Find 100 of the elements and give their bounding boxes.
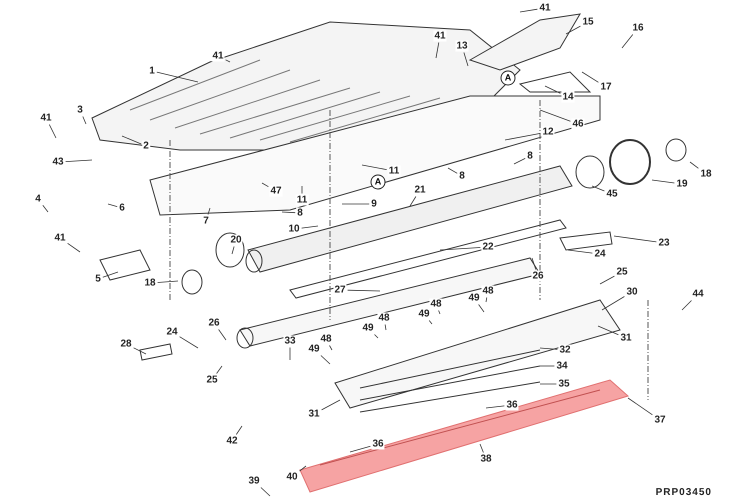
leader-line	[440, 247, 481, 250]
leader-line	[428, 320, 432, 324]
callout-number: 22	[481, 242, 495, 252]
leader-line	[480, 444, 484, 453]
callout-number: 41	[433, 30, 447, 42]
leader-line	[350, 446, 371, 452]
callout-number: 11	[388, 166, 400, 176]
callout-number: 32	[558, 344, 572, 356]
leader-line	[384, 324, 386, 330]
leader-line	[598, 326, 619, 336]
leader-line	[652, 180, 675, 184]
leader-line	[216, 366, 222, 374]
callout-number: 12	[541, 126, 555, 138]
callout-number: 24	[165, 326, 179, 338]
leader-line	[299, 466, 306, 472]
leader-line	[157, 280, 178, 283]
leader-line	[436, 42, 440, 58]
callout-number: 31	[307, 408, 321, 420]
callout-number: 28	[119, 338, 133, 350]
callout-number: 15	[581, 16, 595, 28]
leader-line	[682, 300, 692, 310]
callout-number: 45	[605, 188, 619, 200]
leader-line	[122, 136, 142, 144]
callout-number: 48	[319, 334, 333, 344]
leader-line	[208, 208, 210, 215]
leader-line	[282, 212, 296, 214]
leader-line	[478, 304, 484, 312]
callout-number: 8	[458, 170, 466, 182]
callout-number: 4	[34, 194, 42, 204]
leader-line	[42, 204, 48, 212]
leader-line	[362, 164, 388, 170]
callout-number: 40	[285, 472, 299, 482]
callout-number: 36	[505, 400, 519, 410]
leader-line	[690, 162, 699, 169]
callout-number: 2	[142, 140, 150, 152]
leader-line	[582, 72, 599, 83]
callout-number: 3	[76, 104, 84, 116]
callout-number: 8	[526, 150, 534, 162]
callout-number: 18	[699, 168, 713, 180]
leader-line	[301, 226, 318, 228]
callout-number: 43	[51, 156, 65, 168]
callout-number: 48	[377, 312, 391, 324]
leader-line	[156, 72, 198, 82]
callout-number: 16	[631, 22, 645, 34]
callout-number: 44	[691, 288, 705, 300]
leader-line	[566, 26, 581, 34]
leader-line	[347, 290, 380, 292]
callout-number: 10	[287, 224, 301, 234]
callout-number: 21	[413, 184, 427, 196]
callout-number: 41	[39, 112, 53, 124]
leader-line	[48, 124, 56, 138]
callout-number: 49	[361, 322, 375, 334]
leader-line	[486, 406, 505, 408]
callout-number: 38	[479, 454, 493, 464]
callout-number: 20	[229, 234, 243, 246]
leader-line	[504, 133, 541, 140]
callout-number: 9	[370, 198, 378, 210]
callout-number: 8	[296, 208, 304, 218]
callout-number: 41	[211, 50, 225, 62]
leader-line	[622, 34, 634, 48]
leader-line	[532, 258, 536, 270]
leader-line	[321, 400, 340, 410]
callout-number: 46	[571, 118, 585, 130]
callout-number: 31	[619, 332, 633, 344]
callout-number: 37	[653, 414, 667, 426]
leader-line	[65, 160, 92, 162]
leader-line	[232, 246, 234, 254]
leader-line	[540, 110, 571, 122]
leader-line	[329, 345, 332, 350]
leader-line	[602, 296, 625, 310]
callout-number: 23	[657, 238, 671, 248]
callout-number: 35	[557, 378, 571, 390]
leader-line	[108, 204, 118, 207]
leader-line	[448, 168, 458, 174]
callout-number: 27	[333, 284, 347, 296]
callout-number: 13	[455, 40, 469, 52]
leader-line	[218, 329, 226, 340]
callout-number: 39	[247, 476, 261, 486]
callout-number: 19	[675, 178, 689, 190]
leader-line	[600, 276, 615, 284]
leader-line	[614, 236, 657, 242]
callout-number: 25	[615, 266, 629, 278]
leader-line	[514, 158, 526, 164]
leader-line	[568, 250, 593, 254]
leader-line	[67, 242, 80, 252]
callout-number: 49	[307, 344, 321, 354]
callout-number: 17	[599, 82, 613, 92]
leader-line	[320, 355, 330, 364]
callout-number: 48	[481, 286, 495, 296]
callout-number: 48	[429, 298, 443, 310]
drawing-code: PRP03450	[656, 487, 712, 498]
leader-line	[628, 398, 653, 416]
callout-number: 24	[593, 248, 607, 260]
callout-number: 14	[561, 92, 575, 102]
callout-number: 47	[269, 186, 283, 196]
callout-number: 41	[53, 232, 67, 244]
callout-number: 25	[205, 374, 219, 386]
callout-number: 34	[555, 360, 569, 372]
leader-line	[179, 336, 198, 348]
callout-number: 30	[625, 286, 639, 298]
